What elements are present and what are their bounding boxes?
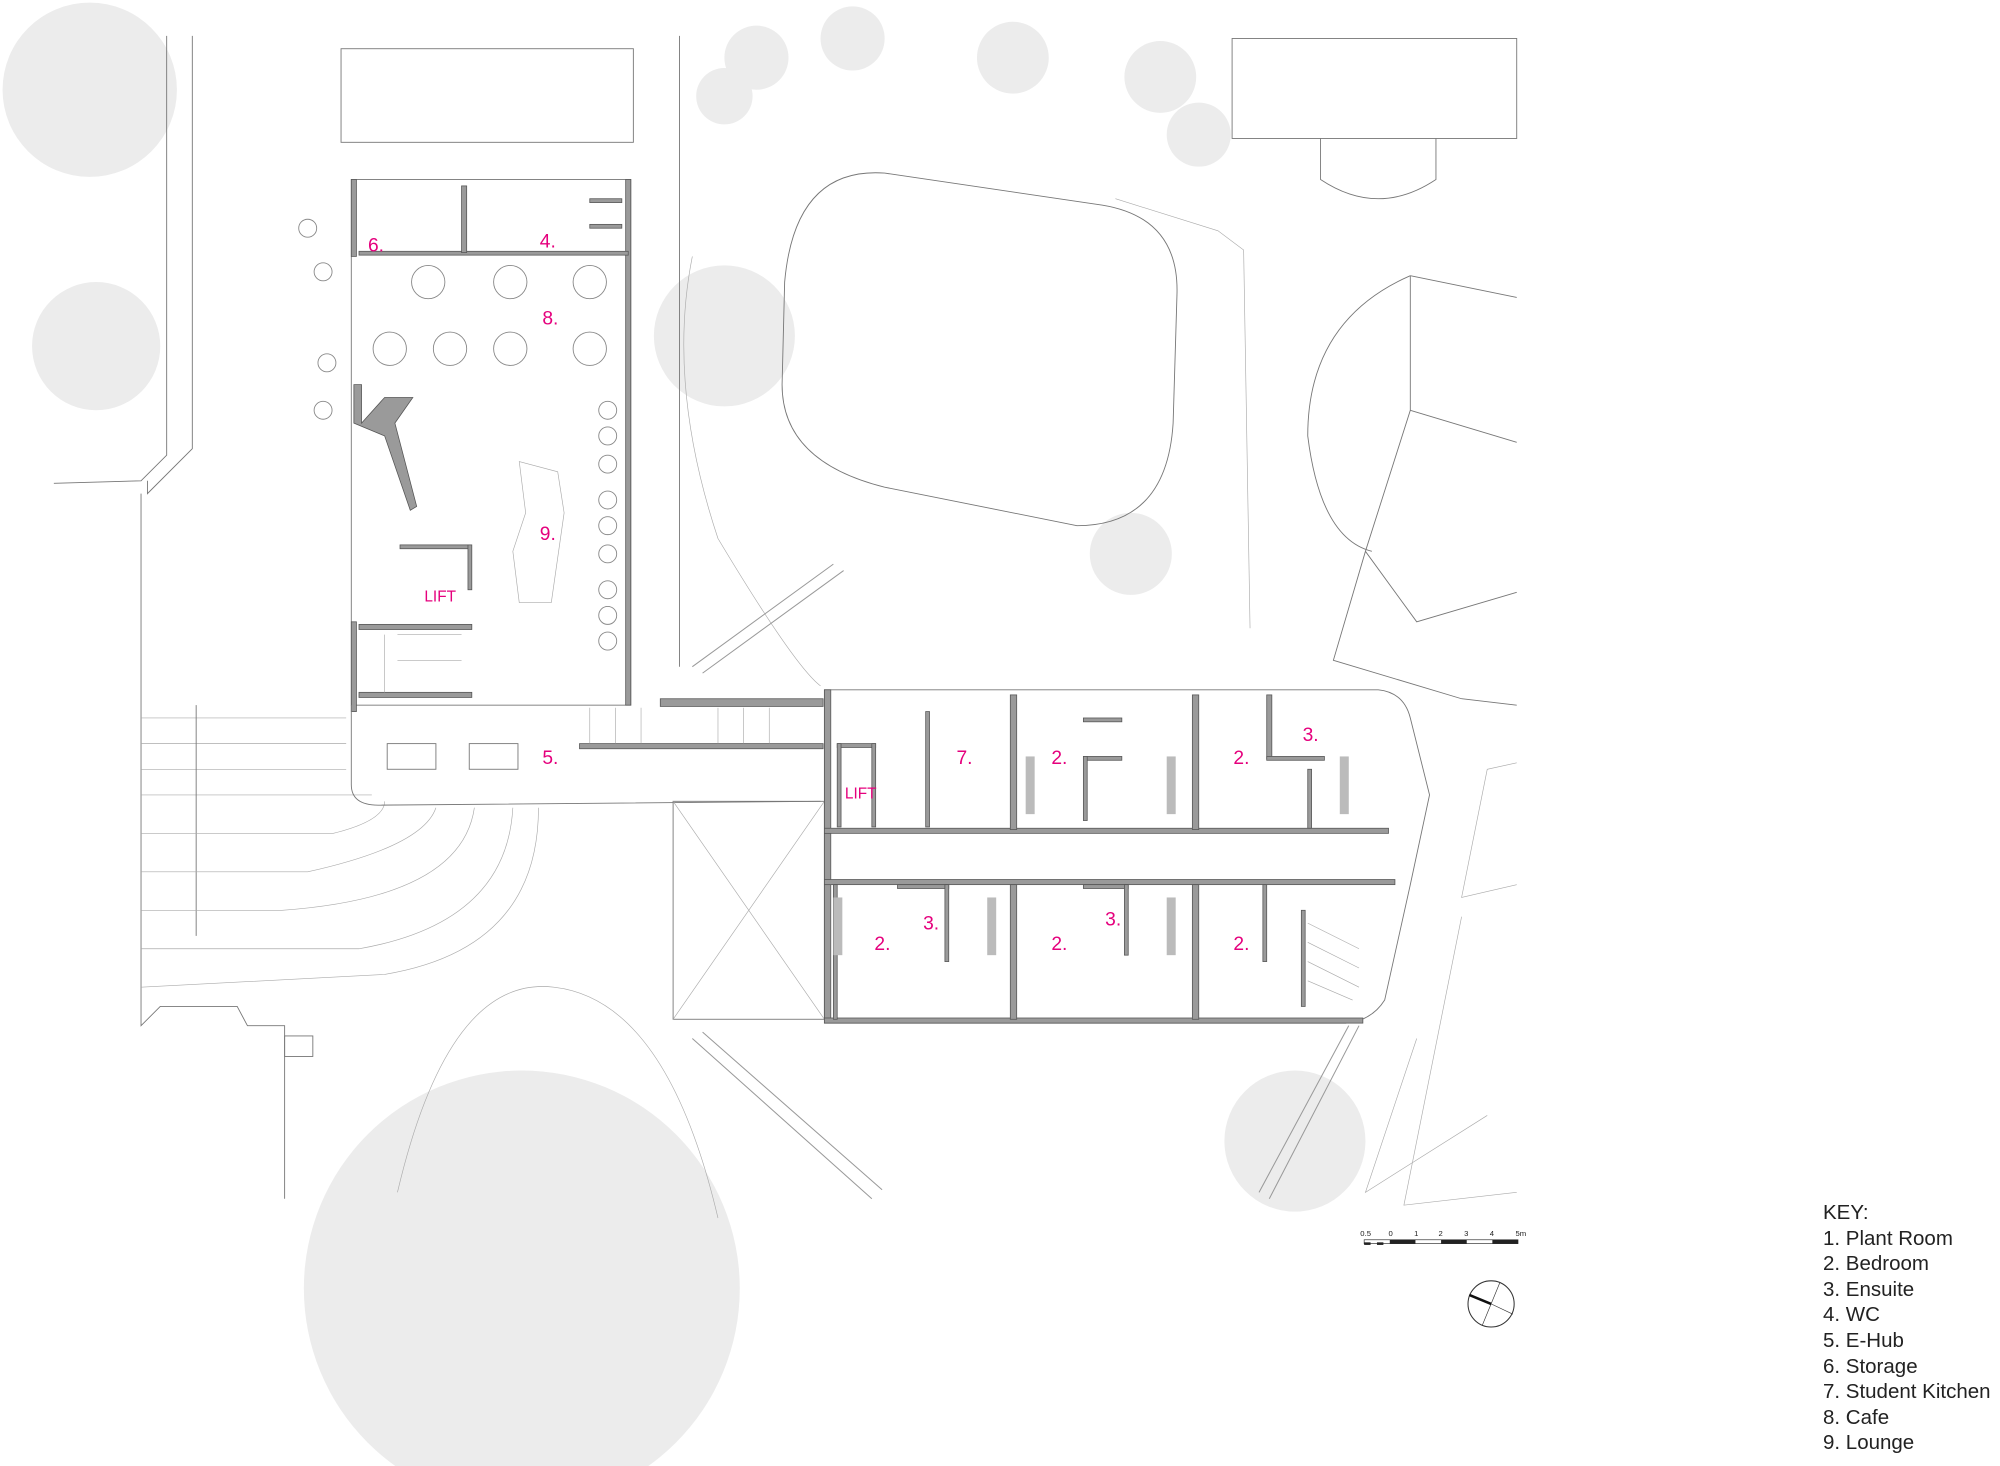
trees [2,2,1366,1466]
scale-tick: 5m [1515,1229,1526,1238]
label-bedroom-b: 2. [1233,748,1249,769]
label-bedroom-a: 2. [1051,748,1067,769]
key-title: KEY: [1823,1201,1869,1224]
label-ensuite-a: 3. [1303,725,1319,746]
label-lift-south: LIFT [845,786,877,803]
residential-wing [823,689,1431,1024]
key-item: 7. Student Kitchen [1823,1380,1991,1404]
label-bedroom-c: 2. [874,934,890,955]
label-lounge: 9. [540,524,556,545]
legend-key: KEY: 1. Plant Room 2. Bedroom 3. Ensuite… [1823,1200,1991,1456]
landscape-steps [691,563,1360,1200]
key-item: 2. Bedroom [1823,1252,1929,1276]
key-item: 9. Lounge [1823,1431,1915,1455]
room-labels: 6. 4. 8. 9. LIFT 5. 7. 2. 2. 3. LIFT 2. … [368,231,1319,955]
ehub-link [350,698,825,1020]
scale-tick: 3 [1464,1229,1468,1238]
cafe-building [350,179,632,712]
site-outlines [53,35,1518,1219]
scale-tick: 1 [1414,1229,1418,1238]
scale-bar: 0.5 0 1 2 3 4 5m [1360,1229,1526,1245]
key-item: 3. Ensuite [1823,1277,1915,1301]
key-item: 1. Plant Room [1823,1226,1953,1250]
label-ensuite-c: 3. [1105,910,1121,931]
cafe-tables [298,218,618,651]
label-ensuite-b: 3. [923,914,939,935]
label-storage: 6. [368,235,384,256]
scale-tick: 4 [1490,1229,1495,1238]
key-item: 6. Storage [1823,1354,1918,1378]
scale-tick: 0.5 [1360,1229,1371,1238]
terrace-steps [141,705,539,988]
key-item: 4. WC [1823,1303,1880,1327]
scale-tick: 2 [1439,1229,1443,1238]
label-bedroom-e: 2. [1233,934,1249,955]
label-cafe: 8. [542,308,558,329]
label-lift-north: LIFT [424,588,456,605]
scale-tick: 0 [1389,1229,1393,1238]
label-ehub: 5. [542,748,558,769]
label-bedroom-d: 2. [1051,934,1067,955]
key-item: 5. E-Hub [1823,1328,1904,1352]
label-wc: 4. [540,231,556,252]
north-arrow-icon [1467,1280,1515,1328]
label-kitchen: 7. [956,748,972,769]
key-item: 8. Cafe [1823,1405,1890,1429]
